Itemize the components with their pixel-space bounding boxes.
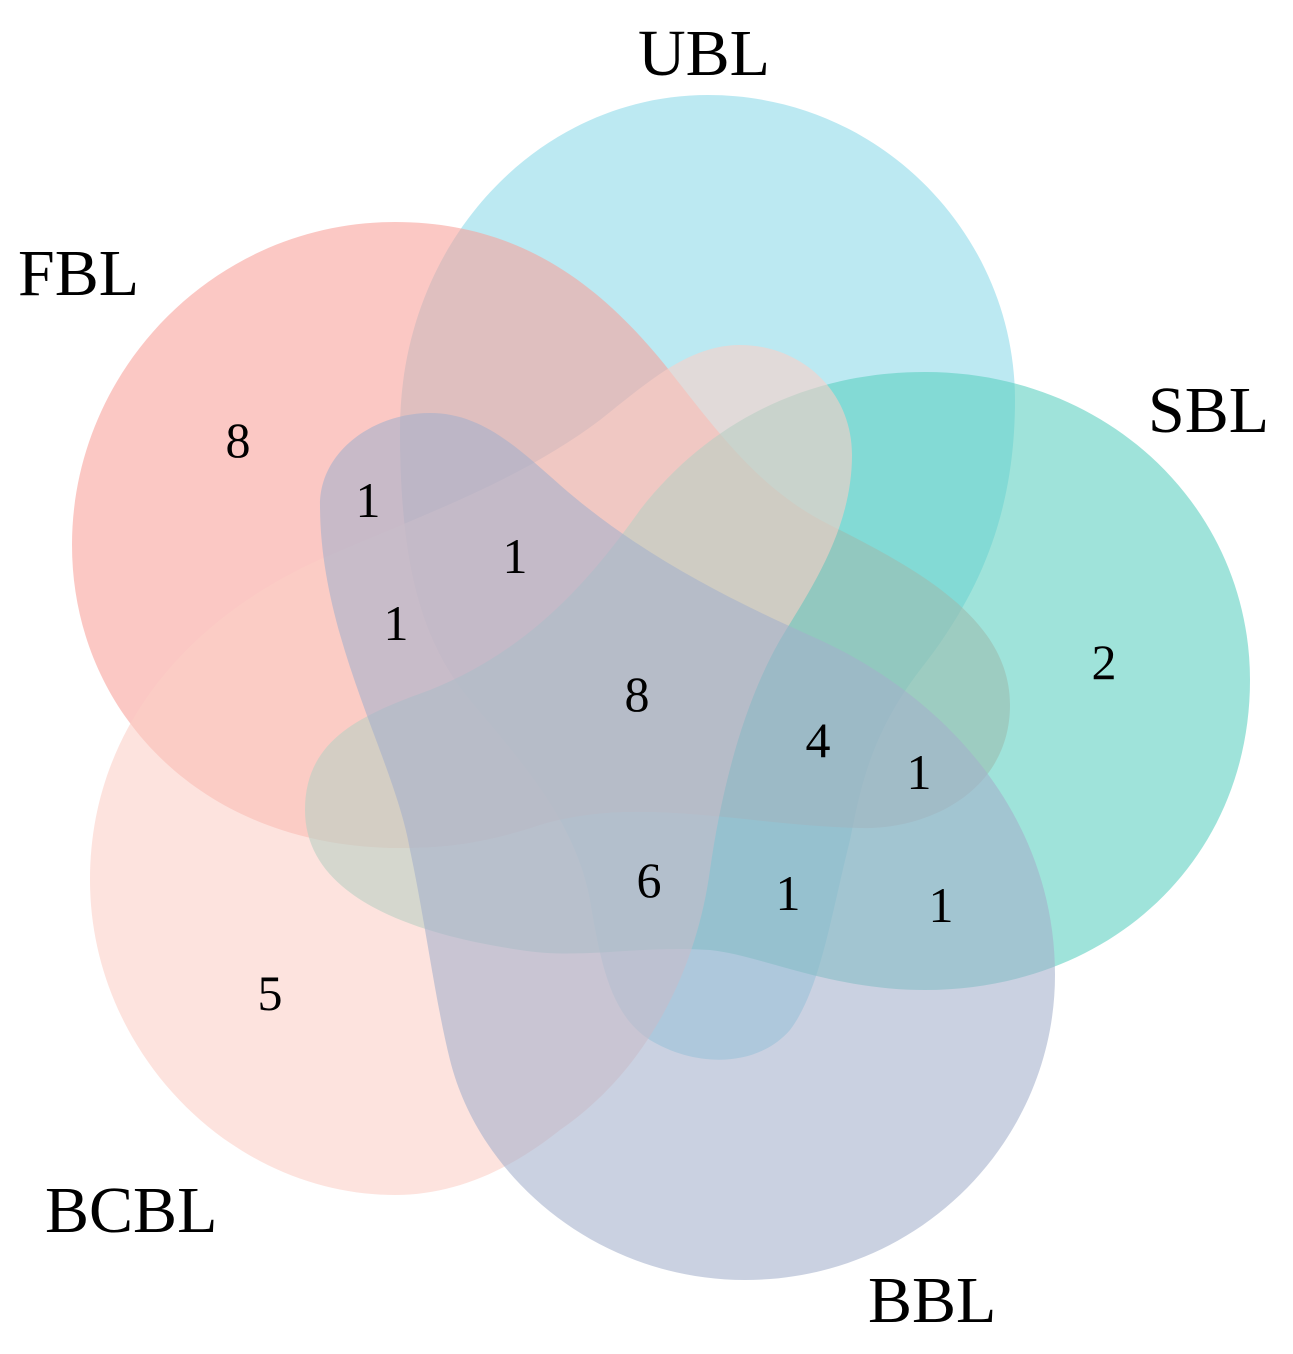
region-count-f: 6 bbox=[637, 852, 662, 908]
region-count-h: 1 bbox=[929, 877, 954, 933]
set-label-bbl: BBL bbox=[868, 1264, 996, 1337]
region-count-sbl-only: 2 bbox=[1092, 634, 1117, 690]
set-shape-bbl bbox=[320, 413, 1055, 1280]
region-count-b: 1 bbox=[503, 528, 528, 584]
region-count-c: 1 bbox=[384, 595, 409, 651]
region-count-fbl-only: 8 bbox=[226, 412, 251, 468]
set-label-bcbl: BCBL bbox=[45, 1174, 217, 1247]
set-label-sbl: SBL bbox=[1148, 374, 1269, 447]
set-label-ubl: UBL bbox=[638, 17, 770, 90]
region-count-core: 8 bbox=[625, 666, 650, 722]
region-count-e: 1 bbox=[907, 744, 932, 800]
region-count-bcbl-only: 5 bbox=[258, 965, 283, 1021]
region-count-a: 1 bbox=[356, 472, 381, 528]
set-label-fbl: FBL bbox=[18, 237, 139, 310]
region-count-g: 1 bbox=[776, 865, 801, 921]
region-count-d: 4 bbox=[806, 712, 831, 768]
